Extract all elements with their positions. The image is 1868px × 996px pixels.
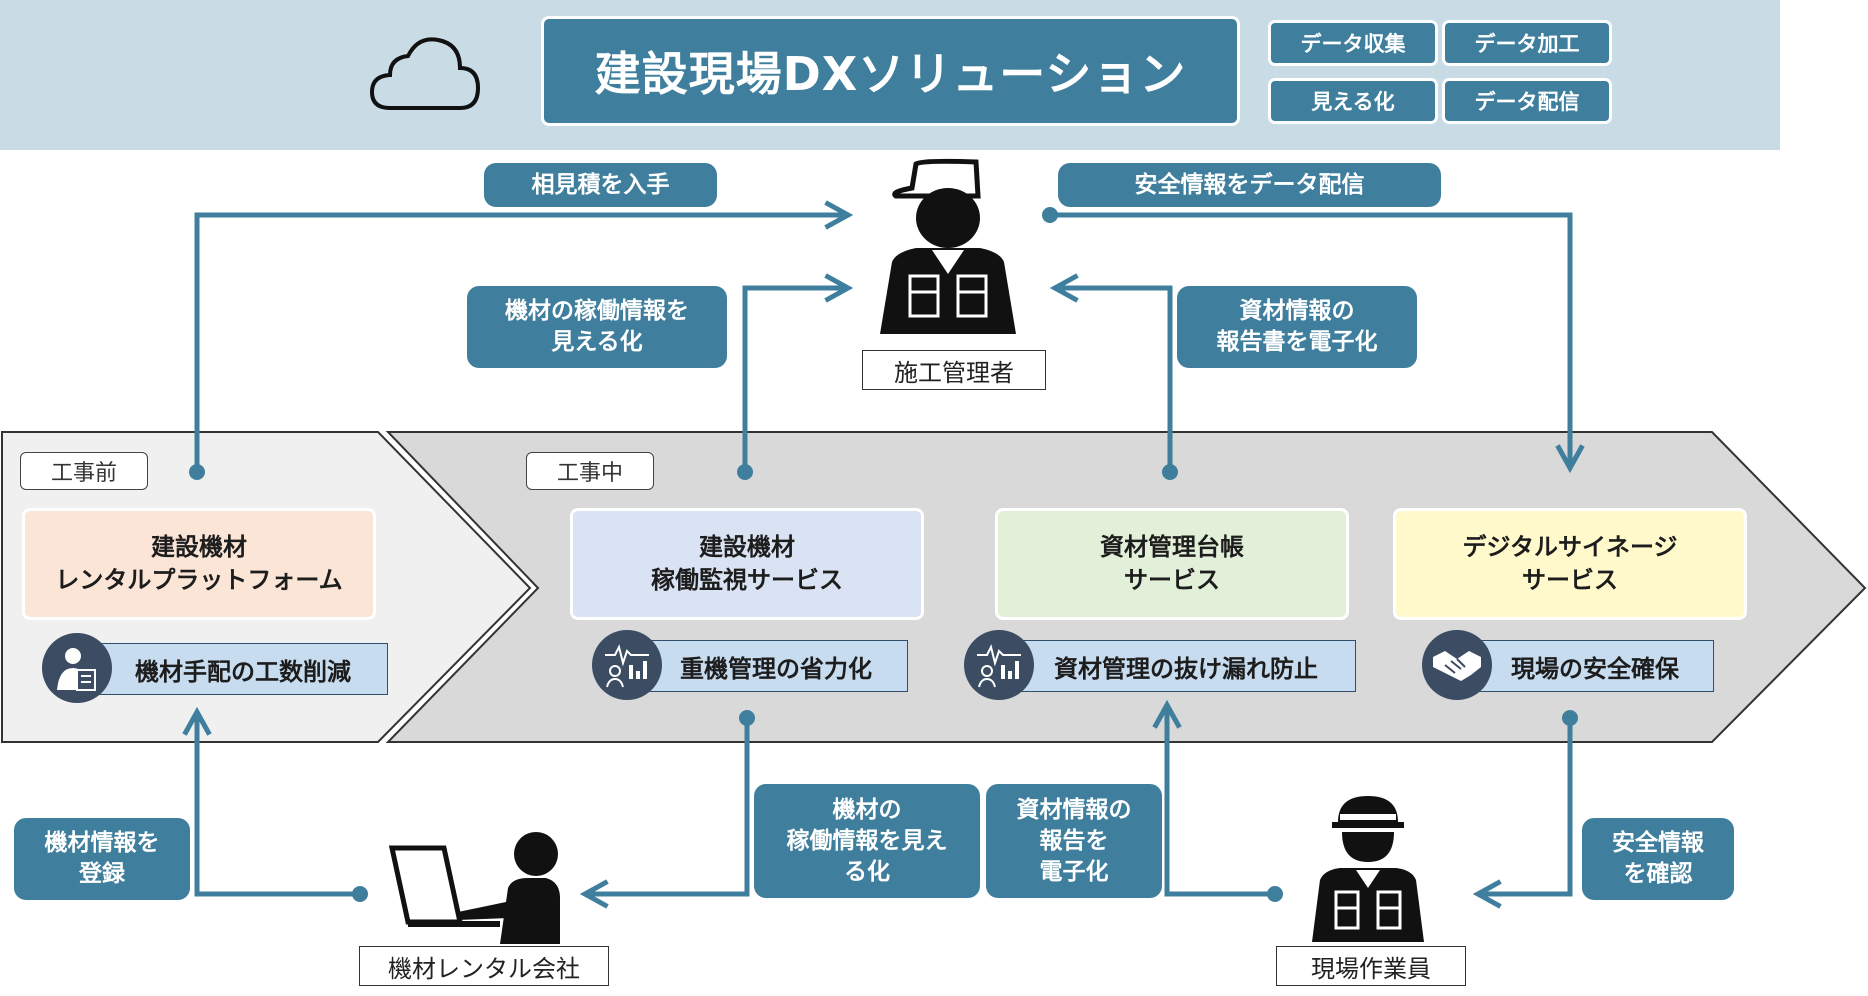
label-safety-delivery: 安全情報をデータ配信	[1058, 163, 1441, 207]
label-register: 機材情報を 登録	[14, 818, 190, 900]
cloud-icon	[369, 37, 481, 110]
manager-icon	[880, 158, 1016, 334]
label-material-report-top: 資材情報の 報告書を電子化	[1177, 286, 1417, 368]
effect-rental: 機材手配の工数削減	[98, 643, 388, 695]
label-quote: 相見積を入手	[484, 163, 717, 207]
tag-data-delivery: データ配信	[1442, 78, 1612, 124]
service-digital-signage: デジタルサイネージ サービス	[1393, 508, 1747, 620]
role-site-worker: 現場作業員	[1276, 946, 1466, 986]
flow-worker-report	[1167, 705, 1275, 897]
flow-quote	[194, 215, 848, 472]
service-machine-monitor: 建設機材 稼働監視サービス	[570, 508, 924, 620]
worker-icon	[1312, 796, 1424, 942]
flow-safety-check	[1478, 718, 1573, 894]
handshake-icon	[1422, 630, 1492, 700]
service-material-ledger: 資材管理台帳 サービス	[995, 508, 1349, 620]
phase-before-tag: 工事前	[20, 452, 148, 490]
tag-visualize: 見える化	[1268, 78, 1438, 124]
flow-register	[197, 712, 360, 897]
monitor-chart-icon	[964, 630, 1034, 700]
page-title: 建設現場DXソリューション	[541, 16, 1240, 126]
label-material-report-bottom: 資材情報の 報告を 電子化	[986, 784, 1162, 898]
service-rental-platform: 建設機材 レンタルプラットフォーム	[22, 508, 376, 620]
label-machine-visualize-top: 機材の稼働情報を 見える化	[467, 286, 727, 368]
tag-data-process: データ加工	[1442, 20, 1612, 66]
tag-data-collect: データ収集	[1268, 20, 1438, 66]
label-machine-visualize-bottom: 機材の 稼働情報を見え る化	[754, 784, 980, 898]
flow-material-up	[1055, 288, 1173, 472]
flow-machine-up	[742, 288, 848, 472]
role-rental-company: 機材レンタル会社	[359, 946, 609, 986]
role-manager: 施工管理者	[862, 350, 1046, 390]
phase-during-tag: 工事中	[526, 452, 654, 490]
monitor-chart-icon	[592, 630, 662, 700]
flow-safety-delivery	[1050, 212, 1570, 468]
clipboard-user-icon	[42, 633, 112, 703]
flow-machine-down	[585, 718, 750, 894]
effect-signage: 現場の安全確保	[1476, 640, 1714, 692]
effect-material: 資材管理の抜け漏れ防止	[1016, 640, 1356, 692]
laptop-user-icon	[388, 832, 560, 944]
label-safety-check: 安全情報 を確認	[1582, 818, 1734, 900]
effect-machine: 重機管理の省力化	[644, 640, 908, 692]
